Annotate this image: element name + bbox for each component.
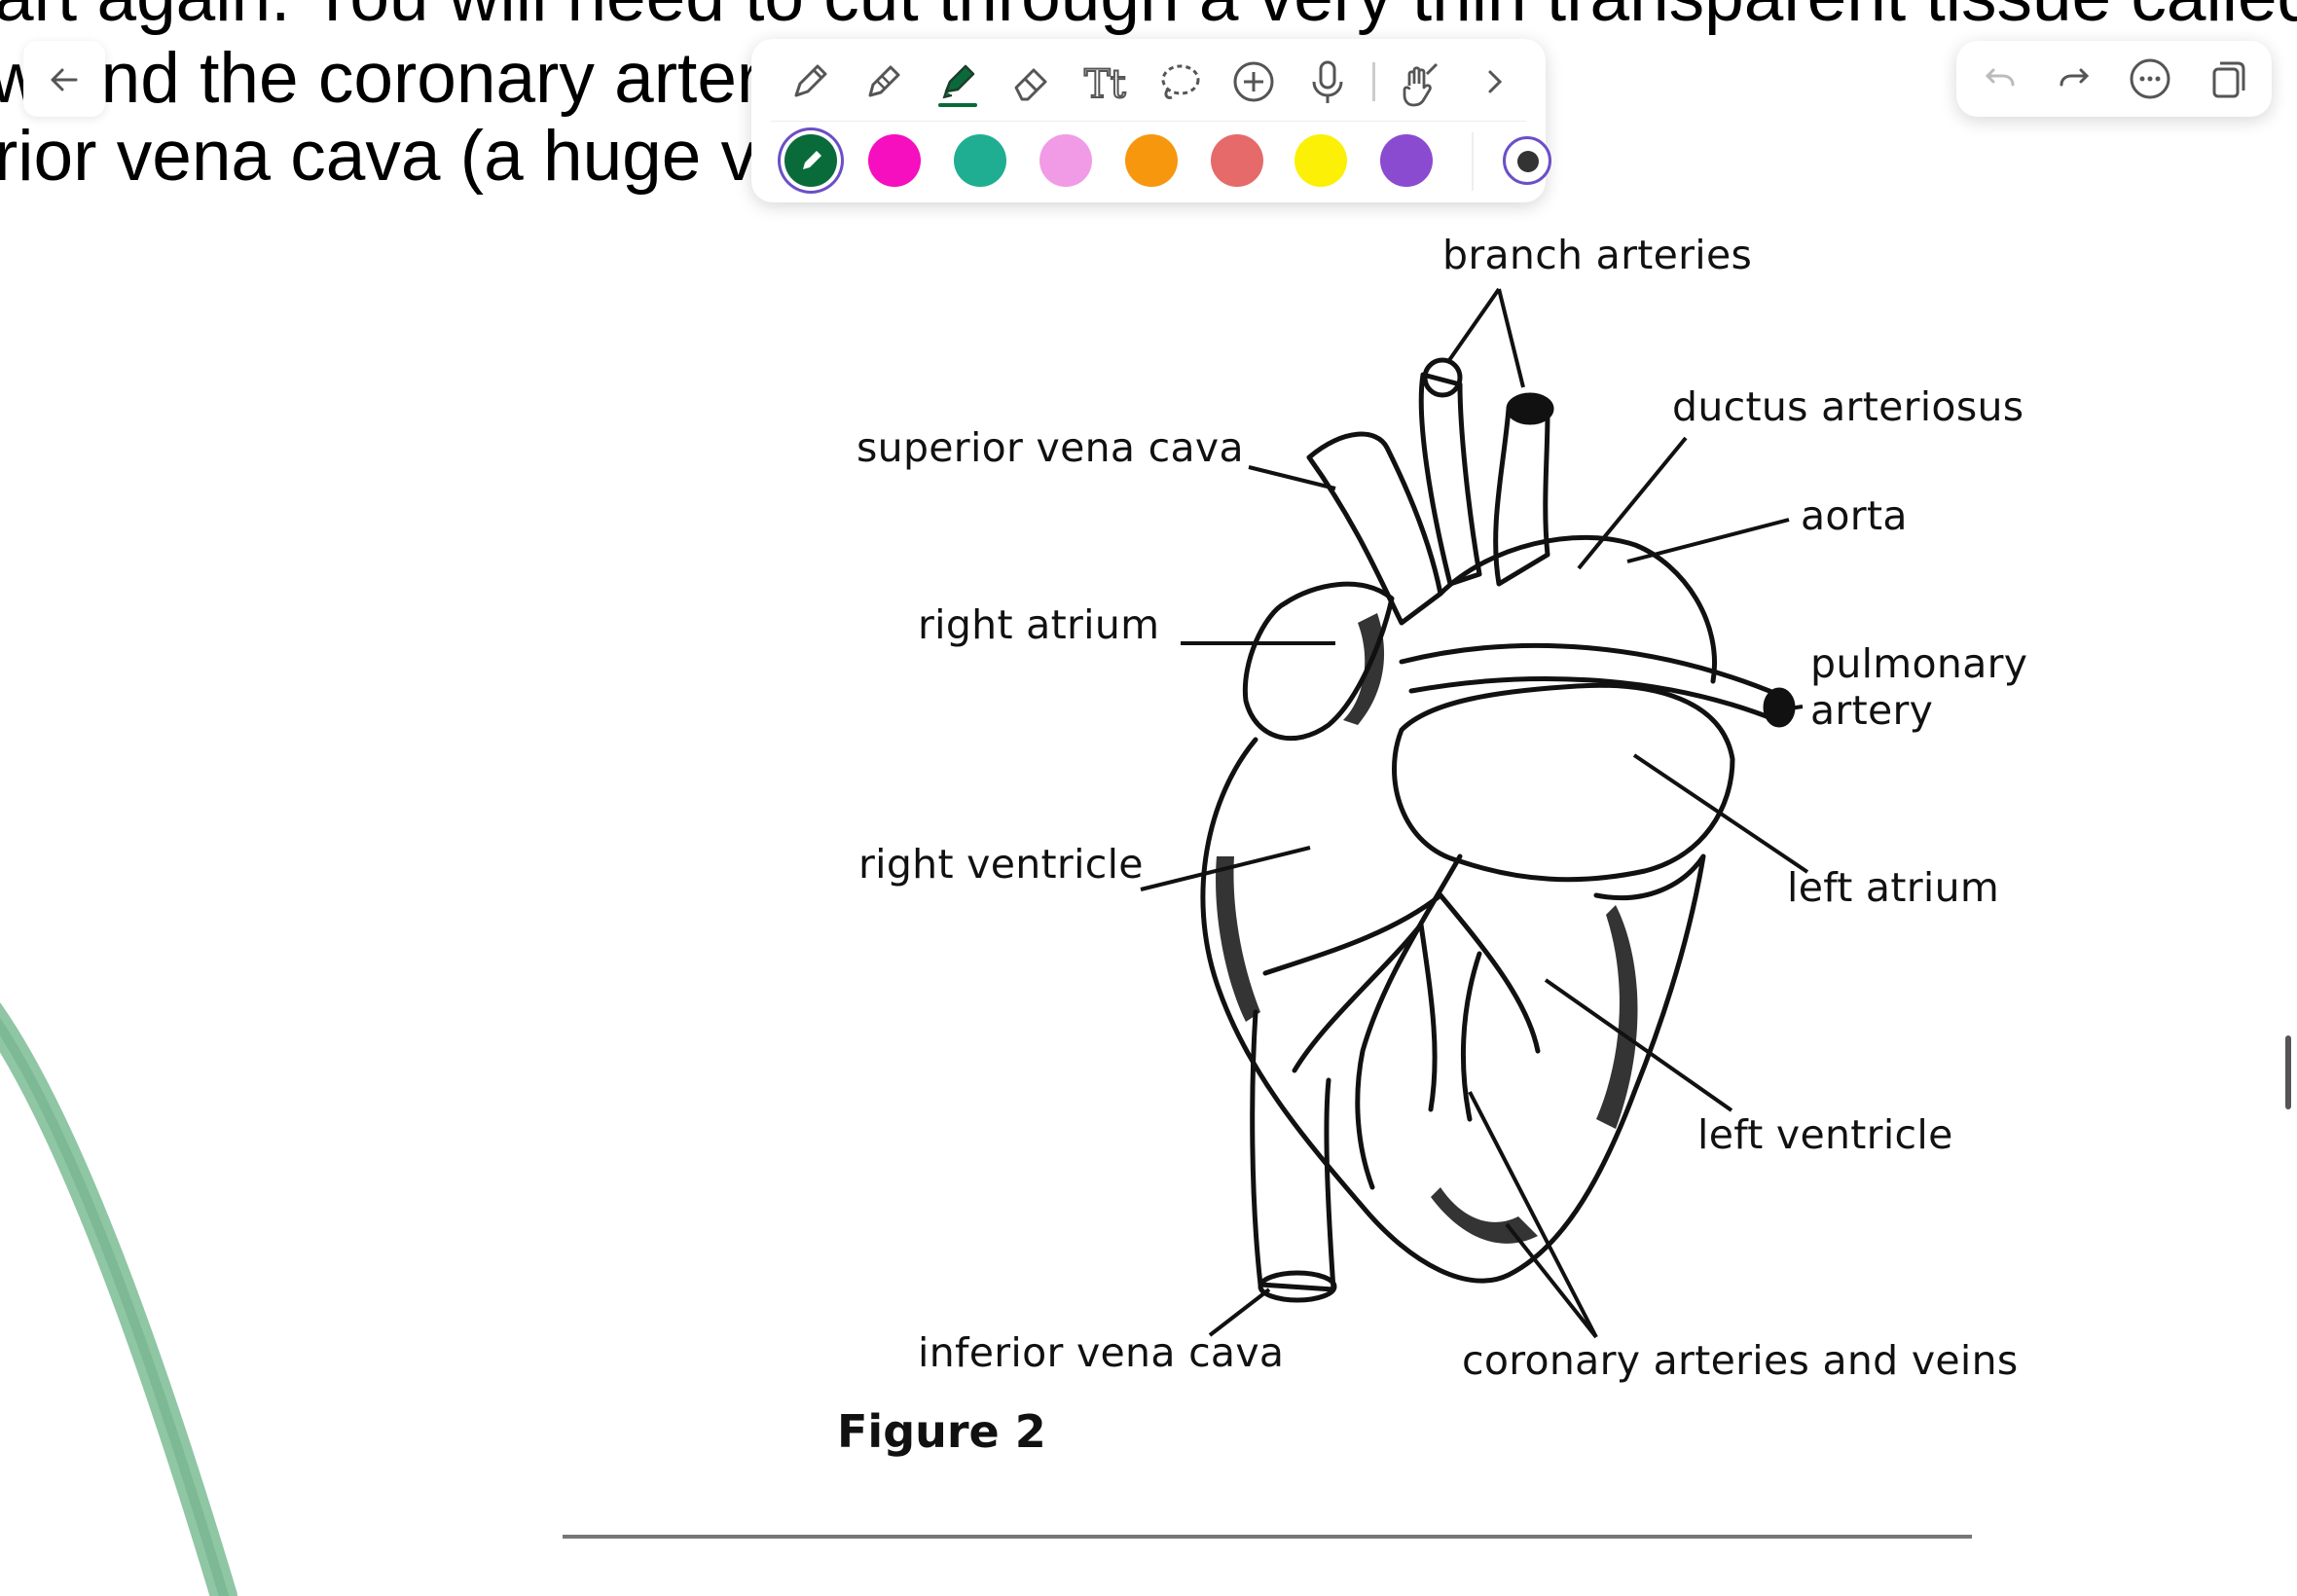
- pen-icon[interactable]: [784, 56, 835, 107]
- label-left-ventricle: left ventricle: [1697, 1111, 1953, 1158]
- coronary-vessel: [1355, 853, 1463, 1190]
- leader-line: [1577, 436, 1688, 570]
- color-swatch-red[interactable]: [1211, 134, 1263, 187]
- more-icon[interactable]: [2128, 56, 2172, 101]
- label-inferior-vena-cava: inferior vena cava: [918, 1329, 1285, 1376]
- pencil-icon[interactable]: [858, 56, 909, 107]
- touch-draw-icon[interactable]: [1396, 56, 1446, 107]
- toolbar-divider: [1372, 62, 1375, 101]
- back-button[interactable]: [23, 41, 105, 117]
- label-right-atrium: right atrium: [918, 601, 1160, 648]
- toolbar-separator: [1472, 132, 1474, 191]
- stroke-size-dot: [1517, 151, 1539, 172]
- document-text-line: rior vena cava (a huge vein: [0, 117, 852, 196]
- branch-artery-right-opening: [1506, 392, 1554, 425]
- ink-stroke: [0, 1002, 237, 1596]
- drawing-toolbar: Tt: [751, 39, 1551, 202]
- stroke-size-button[interactable]: [1503, 136, 1551, 185]
- label-ductus-arteriosus: ductus arteriosus: [1672, 383, 2024, 430]
- color-swatch-orange[interactable]: [1125, 134, 1178, 187]
- inferior-vena-cava: [1250, 1009, 1336, 1292]
- pages-icon[interactable]: [2206, 56, 2250, 101]
- toolbar-separator: [771, 121, 1526, 122]
- leader-line: [1775, 705, 1804, 712]
- label-pulmonary: pulmonary: [1810, 640, 2028, 687]
- leader-line: [1468, 1091, 1598, 1339]
- text-icon[interactable]: Tt: [1080, 56, 1135, 107]
- color-swatch-yellow[interactable]: [1294, 134, 1347, 187]
- pulmonary-artery-vessel: [1399, 642, 1784, 723]
- branch-artery-right: [1493, 406, 1550, 587]
- arrow-left-icon: [45, 60, 84, 99]
- shading: [1343, 613, 1385, 725]
- coronary-vessel: [1460, 951, 1482, 1122]
- shading: [1596, 905, 1638, 1129]
- heart-body: [1200, 737, 1706, 1284]
- right-atrium: [1242, 581, 1395, 742]
- edit-icon: [803, 151, 821, 169]
- actions-toolbar: [1956, 41, 2272, 117]
- color-swatch-magenta[interactable]: [868, 134, 921, 187]
- eraser-icon[interactable]: [1006, 56, 1057, 107]
- shading: [1216, 856, 1260, 1022]
- aorta: [1438, 534, 1717, 684]
- lasso-icon[interactable]: [1154, 56, 1205, 107]
- label-right-ventricle: right ventricle: [858, 841, 1144, 888]
- superior-vena-cava: [1306, 431, 1443, 626]
- color-swatch-green[interactable]: [784, 134, 837, 187]
- coronary-vessel: [1292, 922, 1424, 1073]
- branch-artery-left-opening: [1422, 357, 1463, 398]
- label-branch-arteries: branch arteries: [1442, 232, 1753, 278]
- inferior-vena-cava-opening: [1258, 1270, 1337, 1303]
- undo-icon[interactable]: [1980, 58, 2021, 99]
- svg-text:Tt: Tt: [1084, 62, 1126, 107]
- coronary-vessel: [1418, 922, 1438, 1112]
- document-text-line: art again. You will need to cut through …: [0, 0, 2297, 32]
- label-left-atrium: left atrium: [1787, 864, 2000, 911]
- color-swatch-purple[interactable]: [1380, 134, 1433, 187]
- color-swatch-pink[interactable]: [1039, 134, 1092, 187]
- leader-line: [1544, 978, 1733, 1112]
- add-icon[interactable]: [1228, 56, 1279, 107]
- color-swatch-teal[interactable]: [954, 134, 1006, 187]
- leader-line: [1248, 465, 1336, 490]
- scrollbar[interactable]: [2285, 1035, 2291, 1109]
- page-divider: [563, 1535, 1972, 1539]
- left-atrium: [1392, 682, 1735, 883]
- microphone-icon[interactable]: [1302, 56, 1353, 107]
- leader-line: [1140, 846, 1311, 891]
- highlighter-icon[interactable]: [932, 54, 983, 109]
- leader-line: [1445, 287, 1525, 388]
- chevron-right-icon[interactable]: [1474, 60, 1516, 103]
- redo-icon[interactable]: [2054, 58, 2095, 99]
- label-coronary-arteries-and-veins: coronary arteries and veins: [1462, 1337, 2019, 1384]
- label-superior-vena-cava: superior vena cava: [857, 424, 1244, 471]
- figure-caption: Figure 2: [837, 1405, 1046, 1458]
- leader-line: [1626, 518, 1790, 563]
- leader-line: [1632, 753, 1809, 874]
- leader-line: [1208, 1288, 1271, 1337]
- branch-artery-left: [1418, 372, 1482, 587]
- label-artery: artery: [1810, 687, 1934, 734]
- coronary-vessel: [1438, 892, 1541, 1054]
- coronary-vessel: [1262, 892, 1443, 976]
- label-aorta: aorta: [1801, 492, 1908, 539]
